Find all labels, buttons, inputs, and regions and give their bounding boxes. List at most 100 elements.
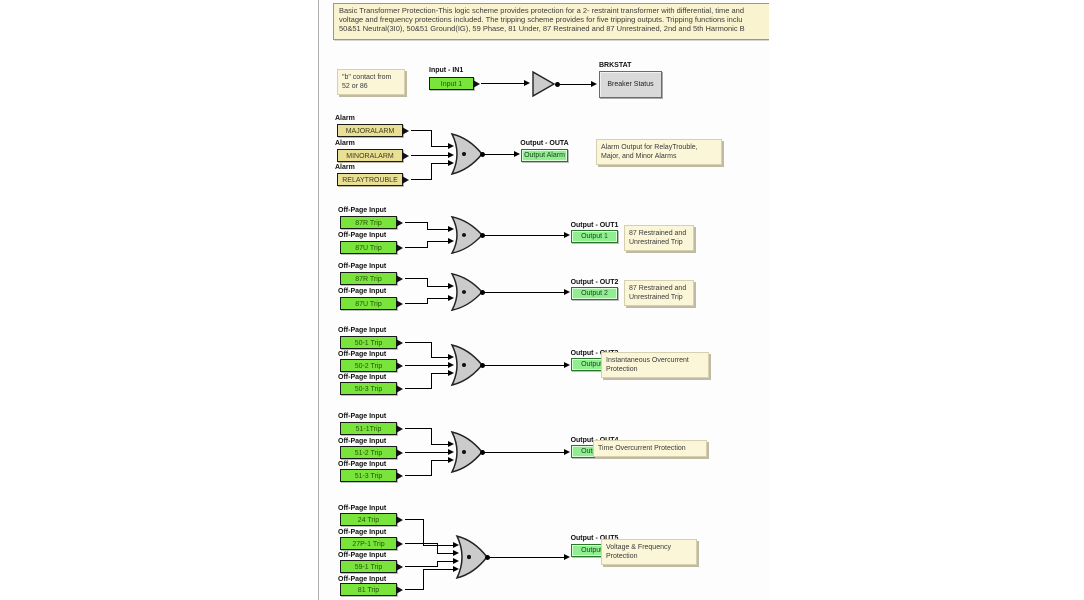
note-line: 52 or 86 <box>342 83 368 90</box>
output-tag[interactable]: Output 1 <box>571 230 618 243</box>
wire <box>431 373 448 374</box>
or-gate[interactable] <box>449 215 485 255</box>
note-line: Voltage & Frequency <box>606 544 671 551</box>
wire <box>431 444 448 445</box>
input-type-label: Off-Page Input <box>338 288 387 295</box>
description-line: 50&51 Neutral(3I0), 50&51 Ground(IG), 59… <box>339 24 745 33</box>
or-gate[interactable] <box>449 343 485 387</box>
offpage-input-tag[interactable]: 87R Trip <box>340 216 403 229</box>
input-type-label: Off-Page Input <box>338 413 387 420</box>
or-gate[interactable] <box>454 534 490 580</box>
wire <box>427 229 448 230</box>
junction-dot <box>480 450 485 455</box>
offpage-input-tag[interactable]: 81 Trip <box>340 583 403 596</box>
arrowhead-icon <box>448 283 454 289</box>
input-type-label: Off-Page Input <box>338 552 387 559</box>
wire <box>431 163 432 180</box>
wire <box>427 278 428 287</box>
wire <box>427 241 428 248</box>
arrowhead-icon <box>564 232 570 238</box>
junction-dot <box>480 290 485 295</box>
wire <box>405 222 427 223</box>
wire <box>489 557 564 558</box>
wire <box>405 303 427 304</box>
wire <box>427 298 428 304</box>
output-name-label: BRKSTAT <box>599 62 632 69</box>
input-type-label: Off-Page Input <box>338 327 387 334</box>
offpage-input-tag[interactable]: 51-2 Trip <box>340 446 403 459</box>
annotation-note: Alarm Output for RelayTrouble, Major, and… <box>596 139 722 165</box>
arrowhead-icon <box>448 441 454 447</box>
note-line: 87 Restrained and <box>629 230 687 237</box>
offpage-input-tag[interactable]: 27P-1 Trip <box>340 537 403 550</box>
offpage-input-tag[interactable]: 87U Trip <box>340 241 403 254</box>
wire <box>423 519 424 546</box>
arrowhead-icon <box>448 160 454 166</box>
note-line: Time Overcurrent Protection <box>598 445 686 452</box>
wire <box>423 569 453 570</box>
wire <box>423 569 424 590</box>
offpage-input-tag[interactable]: 50-1 Trip <box>340 336 403 349</box>
wire <box>405 543 437 544</box>
output-name-label: Output - OUT5 <box>570 535 619 542</box>
output-name-label: Output - OUT1 <box>570 222 619 229</box>
output-name-label: Output - OUT2 <box>570 279 619 286</box>
wire <box>484 154 514 155</box>
input-tag[interactable]: Input 1 <box>429 77 480 90</box>
input-name-label: Input - IN1 <box>429 67 464 74</box>
wire <box>560 84 591 85</box>
wire <box>431 460 432 476</box>
wire <box>484 452 564 453</box>
input-type-label: Off-Page Input <box>338 232 387 239</box>
wire <box>405 475 431 476</box>
offpage-input-tag[interactable]: 51-3 Trip <box>340 469 403 482</box>
input-type-label: Off-Page Input <box>338 576 387 583</box>
wire <box>437 543 438 554</box>
arrowhead-icon <box>524 80 530 86</box>
input-type-label: Off-Page Input <box>338 505 387 512</box>
buffer-gate[interactable] <box>531 70 557 98</box>
alarm-input-tag[interactable]: MAJORALARM <box>337 124 409 137</box>
note-line: Alarm Output for RelayTrouble, <box>601 144 698 151</box>
wire <box>437 561 453 562</box>
alarm-input-tag[interactable]: MINORALARM <box>337 149 409 162</box>
note-line: Major, and Minor Alarms <box>601 153 677 160</box>
description-line: Basic Transformer Protection-This logic … <box>339 6 745 15</box>
arrowhead-icon <box>448 152 454 158</box>
offpage-input-tag[interactable]: 50-2 Trip <box>340 359 403 372</box>
note-line: Instantaneous Overcurrent <box>606 357 689 364</box>
offpage-input-tag[interactable]: 87R Trip <box>340 272 403 285</box>
or-gate[interactable] <box>449 272 485 312</box>
alarm-input-tag[interactable]: RELAYTROUBLE <box>337 173 409 186</box>
description-note: Basic Transformer Protection-This logic … <box>333 3 769 40</box>
output-tag[interactable]: Output 2 <box>571 287 618 300</box>
note-line: Unrestrained Trip <box>629 239 683 246</box>
wire <box>427 222 428 230</box>
note-line: 87 Restrained and <box>629 285 687 292</box>
arrowhead-icon <box>591 81 597 87</box>
wire <box>405 519 423 520</box>
breaker-status-box[interactable]: Breaker Status <box>599 71 662 98</box>
wire <box>405 452 448 453</box>
wire <box>437 553 453 554</box>
output-name-label: Output - OUTA <box>520 140 569 147</box>
wire <box>481 83 524 84</box>
or-gate[interactable] <box>449 430 485 474</box>
arrowhead-icon <box>453 566 459 572</box>
output-tag[interactable]: Output Alarm <box>521 149 568 162</box>
offpage-input-tag[interactable]: 51-1Trip <box>340 422 403 435</box>
arrowhead-icon <box>453 558 459 564</box>
wire <box>484 235 564 236</box>
input-type-label: Off-Page Input <box>338 438 387 445</box>
offpage-input-tag[interactable]: 50-3 Trip <box>340 382 403 395</box>
wire <box>405 589 423 590</box>
offpage-input-tag[interactable]: 87U Trip <box>340 297 403 310</box>
offpage-input-tag[interactable]: 24 Trip <box>340 513 403 526</box>
offpage-input-tag[interactable]: 59-1 Trip <box>340 560 403 573</box>
or-gate[interactable] <box>449 132 485 176</box>
wire <box>484 292 564 293</box>
